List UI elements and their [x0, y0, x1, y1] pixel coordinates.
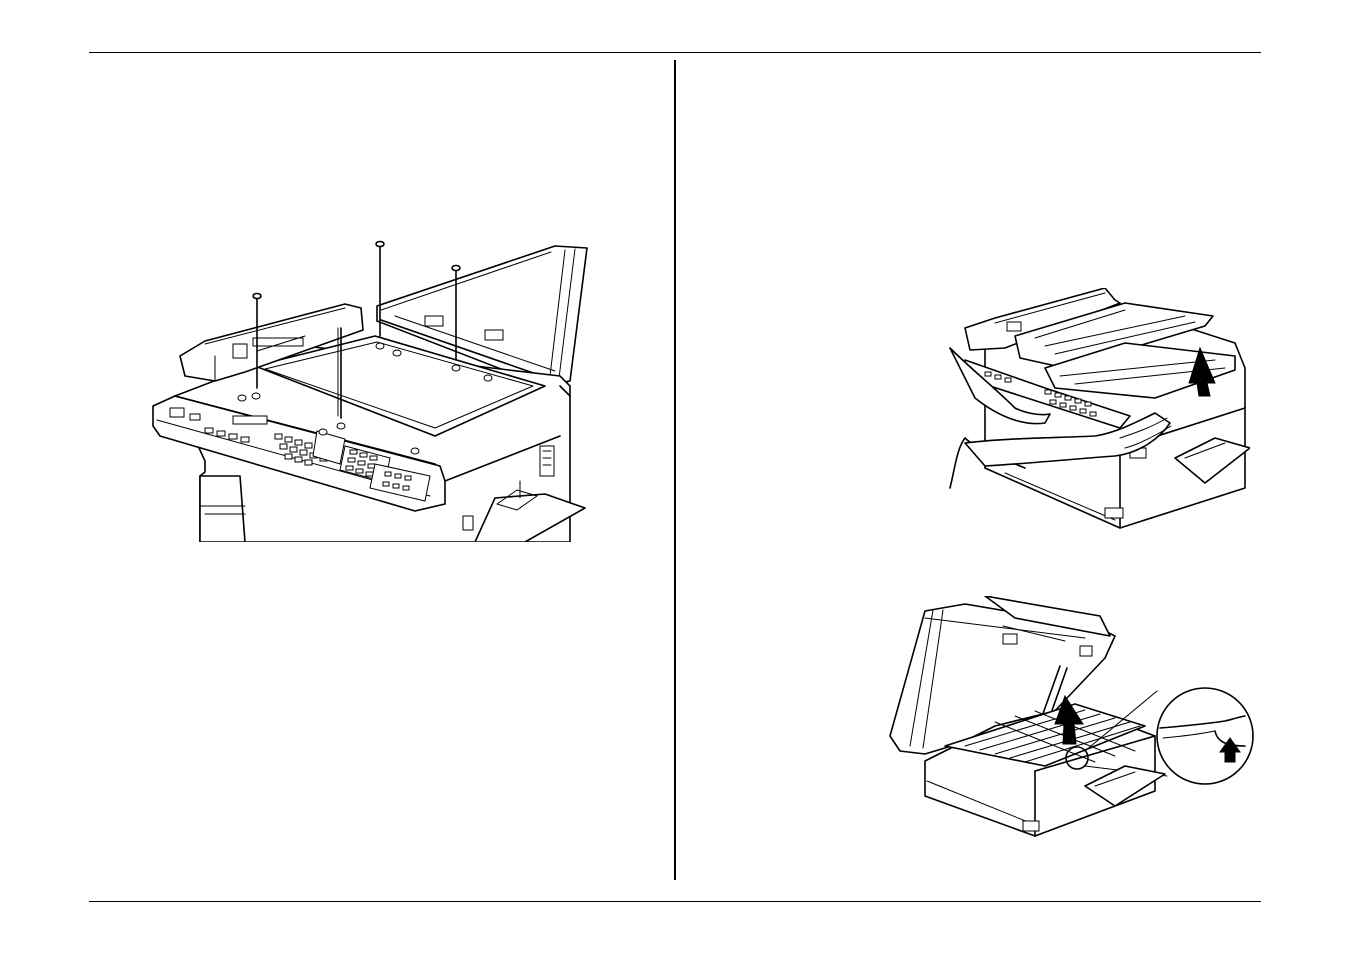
hands-lifting-fax-illustration [945, 288, 1250, 536]
fax-scanner-screws-illustration [145, 236, 595, 542]
figure-lift-unit [945, 288, 1250, 536]
footer-rule [89, 901, 1261, 902]
column-divider [674, 60, 676, 880]
header-rule [89, 52, 1261, 53]
figure-open-unit [885, 596, 1255, 846]
figure-screw-removal [145, 236, 595, 542]
detail-magnifier [1157, 688, 1253, 784]
opened-fax-detail-illustration [885, 596, 1255, 846]
